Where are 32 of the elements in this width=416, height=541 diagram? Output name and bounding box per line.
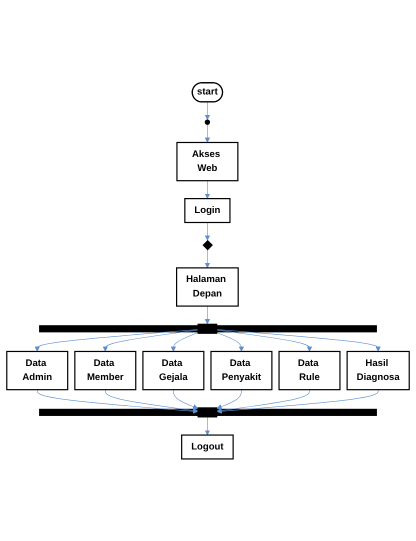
arrow	[204, 102, 210, 120]
node-box: Logout	[181, 434, 234, 460]
arrow	[34, 328, 198, 352]
arrow	[216, 389, 310, 413]
arrow	[204, 416, 210, 435]
arrow	[216, 329, 312, 352]
arrow	[216, 328, 381, 352]
arrow	[170, 332, 198, 352]
arrow	[105, 389, 198, 413]
synchronization-bar	[39, 324, 377, 332]
node-box: Halaman Depan	[176, 266, 239, 306]
arrow	[204, 180, 210, 198]
node-box: Data Member	[74, 350, 136, 390]
node-diamond	[202, 240, 213, 250]
node-box: Login	[184, 198, 231, 223]
arrow	[173, 389, 198, 409]
node-box: Hasil Diagnosa	[346, 350, 410, 390]
arrow	[102, 329, 198, 352]
arrow	[204, 305, 210, 324]
arrow	[216, 332, 244, 352]
arrow	[204, 124, 210, 142]
node-box: Akses Web	[176, 142, 238, 181]
node-box: Data Penyakit	[210, 350, 272, 390]
node-box: Data Gejala	[142, 350, 204, 390]
arrow	[204, 249, 210, 268]
node-circle	[204, 119, 210, 125]
node-box: Data Admin	[6, 350, 68, 390]
arrow	[216, 389, 378, 414]
arrow	[216, 389, 242, 409]
arrow	[204, 222, 210, 240]
node-box: Data Rule	[278, 350, 341, 390]
arrow	[36, 389, 198, 414]
